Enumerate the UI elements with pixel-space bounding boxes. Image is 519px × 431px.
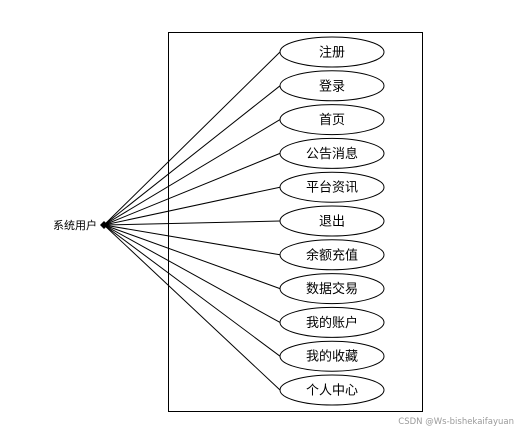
association-line (103, 85, 281, 226)
use-case-label: 数据交易 (306, 281, 358, 297)
association-line (103, 224, 281, 323)
use-case-label: 登录 (319, 79, 345, 94)
association-line (103, 224, 281, 290)
use-case: 平台资讯 (279, 171, 385, 203)
use-case-label: 个人中心 (306, 384, 358, 399)
association-line (103, 220, 281, 226)
use-case-ellipse (279, 340, 385, 372)
use-case-ellipse (279, 137, 385, 169)
use-case: 退出 (279, 205, 385, 237)
actor-label: 系统用户 (53, 218, 97, 232)
use-case: 我的收藏 (279, 340, 385, 372)
use-case-ellipse (279, 374, 385, 406)
association-line (103, 224, 281, 256)
use-case: 余额充值 (279, 239, 385, 271)
use-case: 我的账户 (279, 306, 385, 338)
use-case: 首页 (279, 104, 385, 136)
watermark-text: CSDN @Ws-bishekaifayuan (398, 417, 514, 427)
association-line (103, 152, 281, 226)
use-case-ellipse (279, 306, 385, 338)
association-line (103, 224, 281, 357)
use-case-label: 平台资讯 (306, 181, 358, 196)
system-boundary (168, 32, 423, 412)
association-line (103, 119, 281, 226)
use-case-ellipse (279, 36, 385, 68)
use-case: 注册 (279, 36, 385, 68)
use-case: 个人中心 (279, 374, 385, 406)
use-case-label: 我的账户 (306, 315, 358, 331)
association-line (103, 186, 281, 226)
use-case: 公告消息 (279, 137, 385, 169)
use-case: 登录 (279, 70, 385, 102)
association-line (103, 224, 281, 391)
use-case-ellipse (279, 239, 385, 271)
actor-anchor (100, 221, 108, 229)
use-case-label: 退出 (319, 215, 345, 230)
use-case-ellipse (279, 104, 385, 136)
use-case-ellipse (279, 171, 385, 203)
use-case: 数据交易 (279, 273, 385, 305)
use-case-label: 首页 (319, 113, 345, 128)
use-case-label: 注册 (319, 46, 345, 61)
association-line (103, 51, 281, 226)
use-case-ellipse (279, 205, 385, 237)
association-lines (103, 51, 281, 391)
use-case-ellipse (279, 70, 385, 102)
use-case-label: 余额充值 (306, 247, 358, 263)
use-case-ellipse (279, 273, 385, 305)
use-case-label: 公告消息 (306, 146, 358, 162)
use-case-label: 我的收藏 (306, 349, 358, 365)
